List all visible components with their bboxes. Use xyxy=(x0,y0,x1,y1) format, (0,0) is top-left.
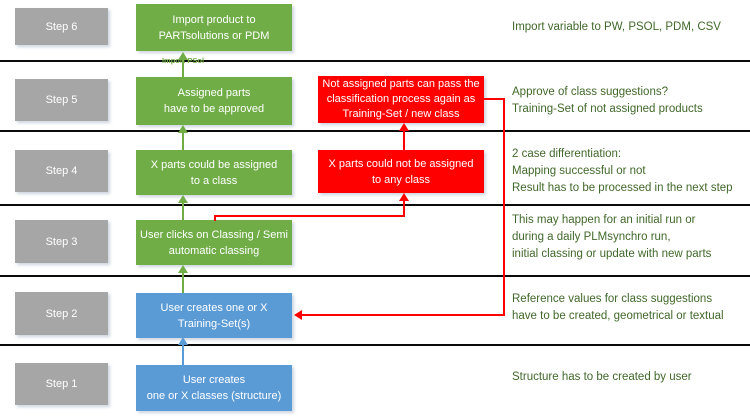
red-arrow-into-step5-alt-head-icon xyxy=(399,123,409,131)
step6-note: Import variable to PW, PSOL, PDM, CSV xyxy=(512,19,721,36)
arrow-step5-to-step6-shaft xyxy=(182,60,184,77)
arrow-step3-to-step4-head-icon xyxy=(178,195,188,203)
red-feedback-vertical xyxy=(503,98,505,316)
step3-main-line2: automatic classing xyxy=(168,244,260,257)
arrow-step4-to-step5-shaft xyxy=(182,133,184,150)
step5-note-line2: Training-Set of not assigned products xyxy=(512,103,703,115)
arrow-step1-to-step2-head-icon xyxy=(178,337,188,345)
step1-main-box: User creates one or X classes (structure… xyxy=(136,365,292,411)
step2-label: Step 2 xyxy=(45,307,78,320)
step4-alt-line2: to any class xyxy=(371,173,431,186)
step5-alt-line3: Training-Set / new class xyxy=(342,108,460,120)
arrow-step4-to-step5-head-icon xyxy=(178,125,188,133)
step2-label-box: Step 2 xyxy=(15,292,108,335)
step5-label: Step 5 xyxy=(45,94,78,106)
step3-note: This may happen for an initial run or du… xyxy=(512,212,711,263)
arrow-step2-to-step3-shaft xyxy=(182,273,184,293)
red-connector-step3-vertical xyxy=(214,215,216,221)
step5-alt-line1: Not assigned parts can pass the xyxy=(322,78,480,90)
step6-main-line1: Import product to xyxy=(172,13,256,26)
step6-main-box: Import product to PARTsolutions or PDM xyxy=(136,4,292,51)
red-arrow-into-step2-head-icon xyxy=(294,310,302,320)
arrow-step5-to-step6-head-icon xyxy=(178,52,188,60)
step1-note: Structure has to be created by user xyxy=(512,369,692,386)
step5-alt-box: Not assigned parts can pass the classifi… xyxy=(318,76,484,123)
step4-label-box: Step 4 xyxy=(15,150,108,192)
step4-label: Step 4 xyxy=(45,165,78,177)
step1-label-box: Step 1 xyxy=(15,363,108,405)
step1-main-line1: User creates xyxy=(182,374,246,386)
step4-alt-box: X parts could not be assigned to any cla… xyxy=(318,150,484,193)
row-separator-4 xyxy=(0,275,750,277)
step4-alt-line1: X parts could not be assigned xyxy=(328,157,474,170)
step4-note: 2 case differentiation: Mapping successf… xyxy=(512,146,733,197)
arrow-step1-to-step2-shaft xyxy=(182,345,184,365)
step5-main-line2: have to be approved xyxy=(163,103,265,115)
step4-note-line3: Result has to be processed in the next s… xyxy=(512,182,733,194)
step3-label-box: Step 3 xyxy=(15,220,108,263)
step3-main-line1: User clicks on Classing / Semi xyxy=(140,228,288,241)
step2-note-line2: have to be created, geometrical or textu… xyxy=(512,310,724,322)
step5-main-box: Assigned parts have to be approved xyxy=(136,77,292,125)
step4-main-box: X parts could be assigned to a class xyxy=(136,150,292,195)
step1-label: Step 1 xyxy=(45,378,78,390)
step2-main-box: User creates one or X Training-Set(s) xyxy=(136,293,292,338)
red-connector-step4-to-step5-shaft xyxy=(403,131,405,150)
step1-note-line1: Structure has to be created by user xyxy=(512,371,692,383)
step2-note: Reference values for class suggestions h… xyxy=(512,291,724,325)
step3-note-line3: initial classing or update with new part… xyxy=(512,248,712,260)
step2-main-line1: User creates one or X xyxy=(160,301,268,314)
import-psol-arrow-label: Import PSol xyxy=(161,56,205,65)
row-separator-2 xyxy=(0,130,750,132)
step2-main-line2: Training-Set(s) xyxy=(177,317,251,330)
row-separator-5 xyxy=(0,344,750,346)
step4-main-line2: to a class xyxy=(190,174,238,187)
step5-main-line1: Assigned parts xyxy=(177,87,251,99)
step1-main-line2: one or X classes (structure) xyxy=(146,390,282,402)
red-arrow-into-step4-alt-head-icon xyxy=(399,193,409,201)
step5-note-line1: Approve of class suggestions? xyxy=(512,86,668,98)
step4-main-line1: X parts could be assigned xyxy=(150,158,278,171)
red-connector-step3-riser xyxy=(403,201,405,217)
step3-main-box: User clicks on Classing / Semi automatic… xyxy=(136,220,292,265)
red-feedback-bottom-horizontal xyxy=(302,314,505,316)
arrow-step3-to-step4-shaft xyxy=(182,203,184,220)
step4-note-line1: 2 case differentiation: xyxy=(512,148,622,160)
step6-main-line2: PARTsolutions or PDM xyxy=(158,29,270,42)
arrow-step2-to-step3-head-icon xyxy=(178,265,188,273)
step6-label: Step 6 xyxy=(45,20,78,33)
step6-label-box: Step 6 xyxy=(15,8,108,45)
step4-note-line2: Mapping successful or not xyxy=(512,165,646,177)
step5-alt-line2: classification process again as xyxy=(326,93,476,105)
step5-note: Approve of class suggestions? Training-S… xyxy=(512,84,703,118)
step3-note-line2: during a daily PLMsynchro run, xyxy=(512,231,671,243)
step6-note-line1: Import variable to PW, PSOL, PDM, CSV xyxy=(512,21,721,33)
step5-label-box: Step 5 xyxy=(15,79,108,121)
step2-note-line1: Reference values for class suggestions xyxy=(512,293,713,305)
red-feedback-top-horizontal xyxy=(483,98,505,100)
row-separator-1 xyxy=(0,60,750,62)
step3-note-line1: This may happen for an initial run or xyxy=(512,214,696,226)
row-separator-3 xyxy=(0,203,750,206)
red-connector-step3-horizontal xyxy=(214,215,405,217)
step3-label: Step 3 xyxy=(45,235,78,248)
